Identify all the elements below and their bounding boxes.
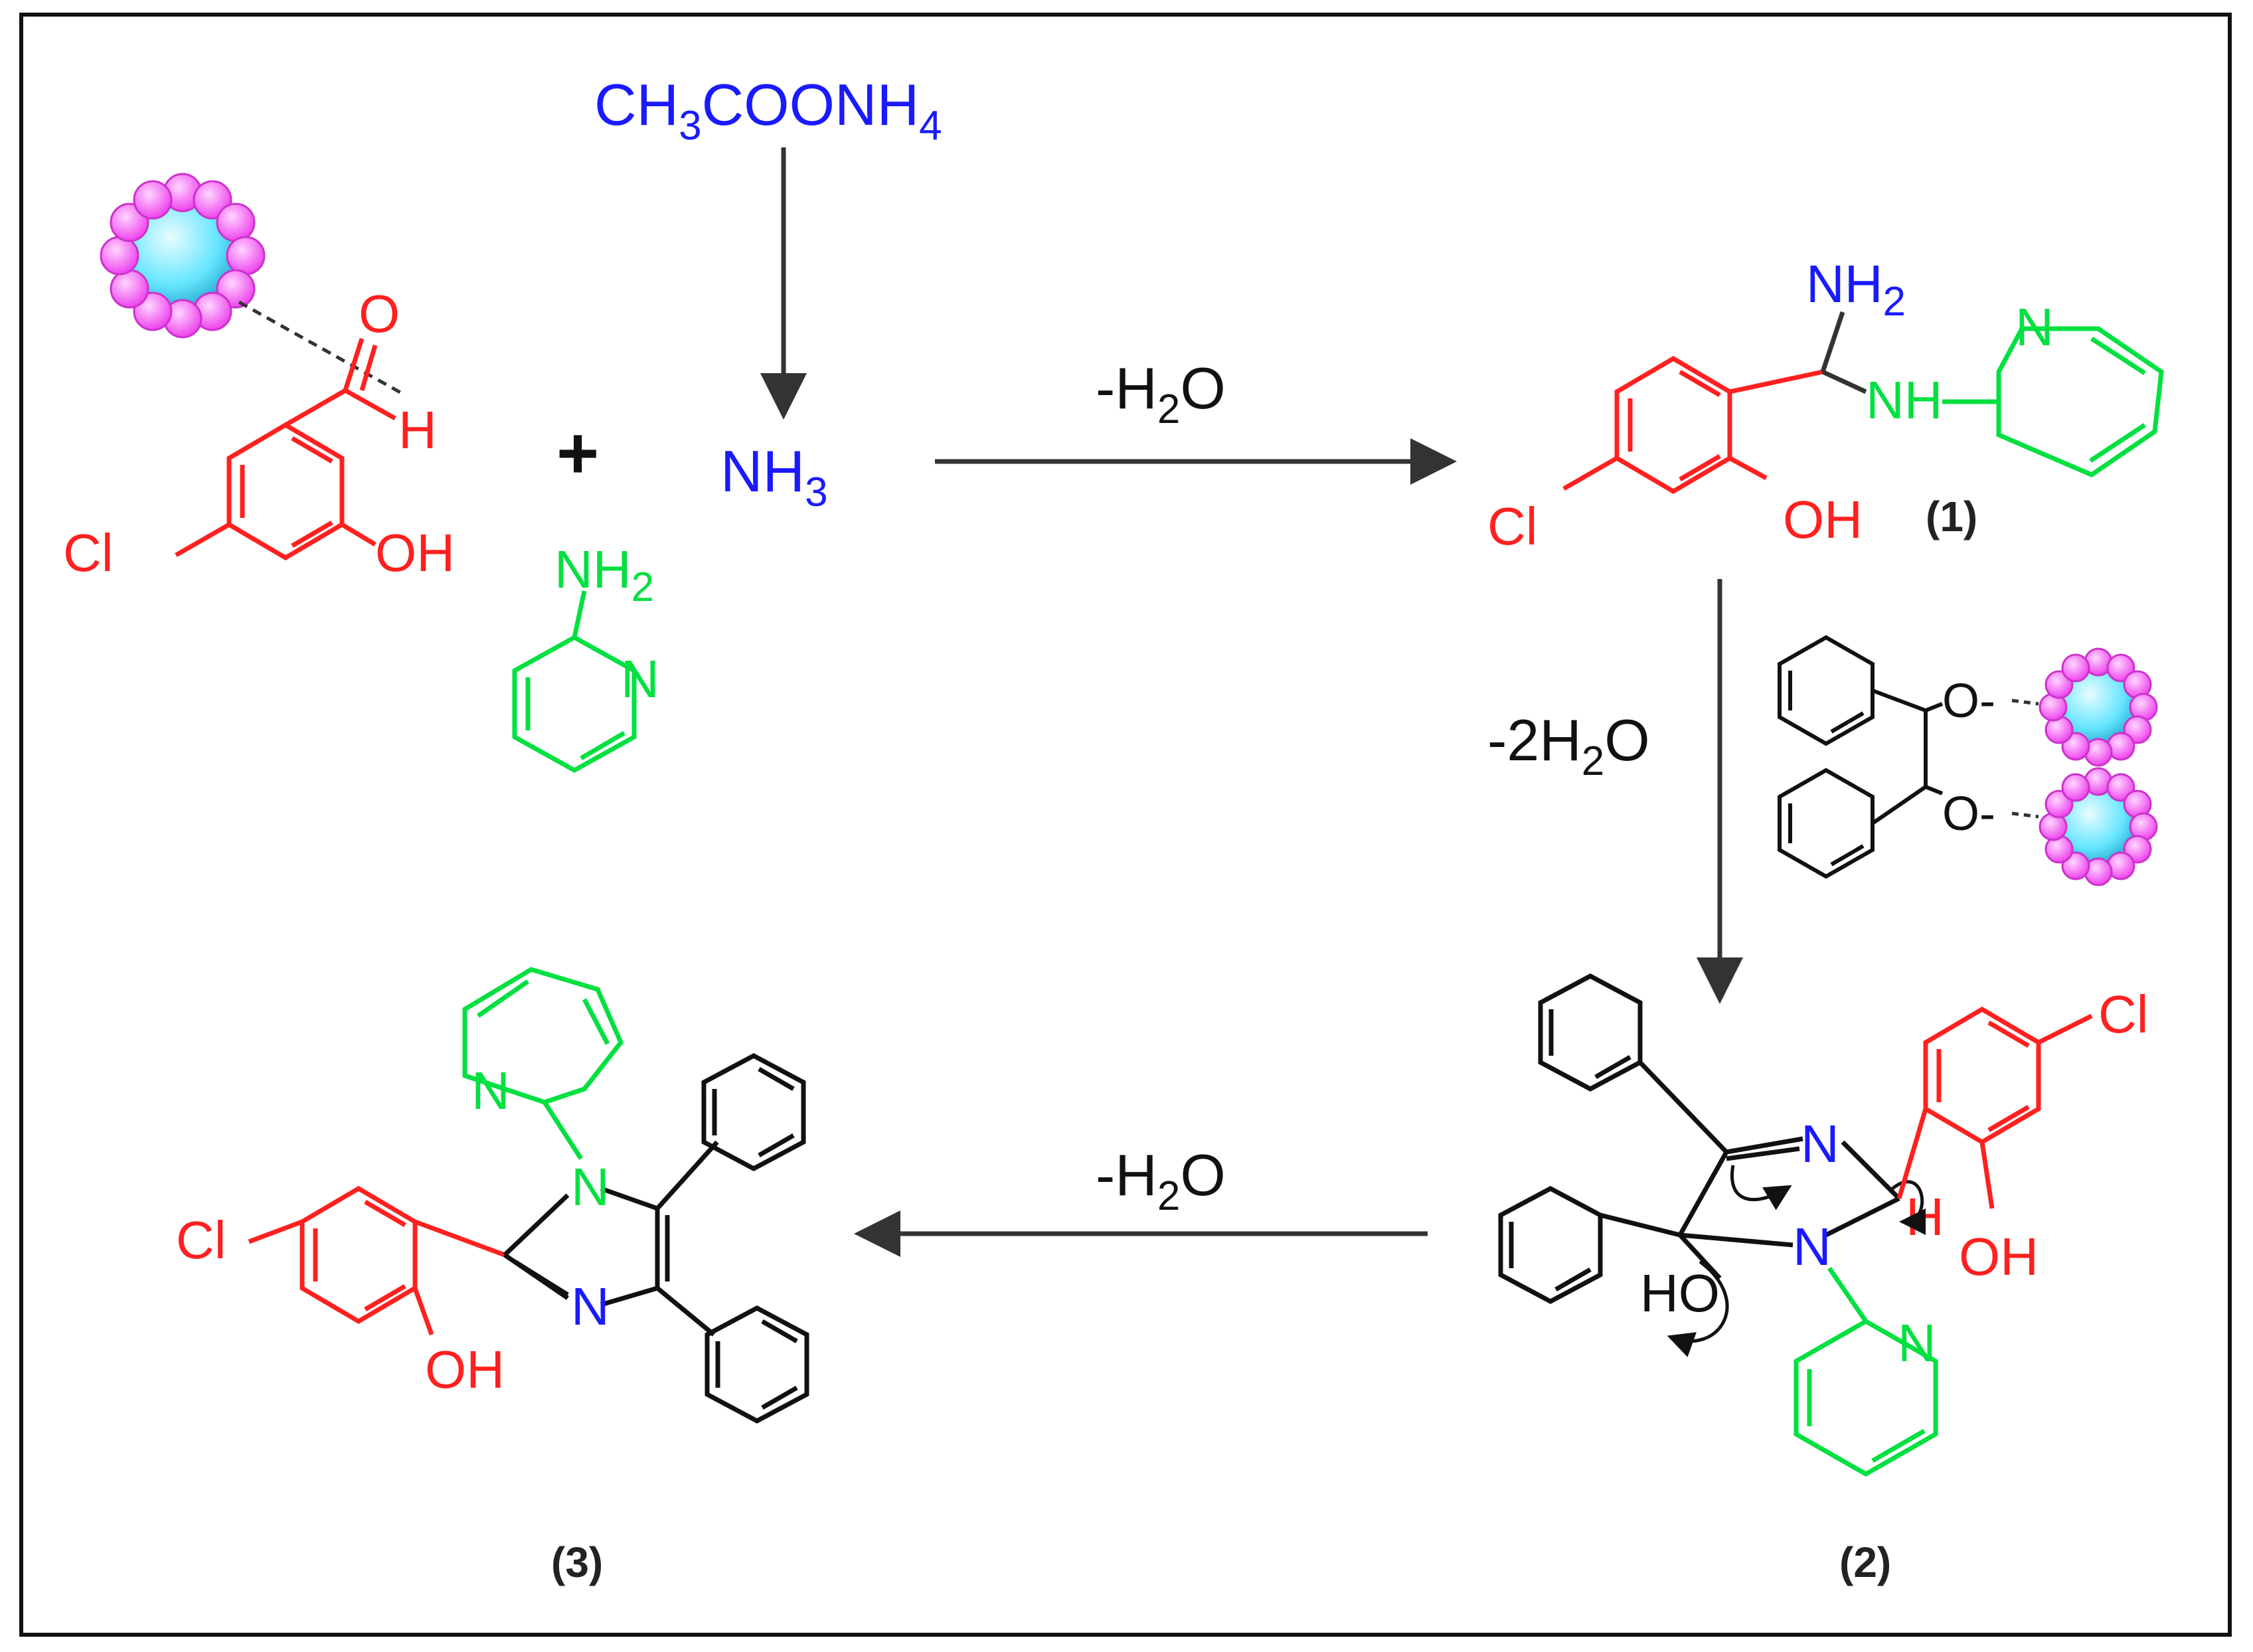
compound2-hydrogen: H xyxy=(1906,1187,1944,1246)
benzene-ring-icon xyxy=(1778,635,1875,746)
compound3-n-top: N xyxy=(571,1157,610,1216)
pyridine-ring-icon xyxy=(1794,1318,1938,1477)
compound1-red-part xyxy=(1562,355,1823,495)
step1-label: -H2O xyxy=(1096,355,1226,432)
plus-sign: + xyxy=(556,412,599,494)
aldehyde-hydrogen: H xyxy=(398,400,437,459)
compound2-number: (2) xyxy=(1839,1538,1891,1586)
scheme-frame xyxy=(19,13,2232,1637)
benzene-ring-icon xyxy=(226,422,345,561)
benzene-ring-icon xyxy=(1538,973,1643,1092)
compound2-pyridine-n: N xyxy=(1898,1313,1936,1372)
benzene-ring-icon xyxy=(1778,768,1875,879)
ammonia-label: NH3 xyxy=(720,438,828,515)
compound1-hydroxyl: OH xyxy=(1783,490,1863,549)
compound2-red-part xyxy=(1896,1006,2093,1209)
hydroxyl-label: OH xyxy=(375,523,455,582)
amine-label: NH2 xyxy=(554,540,654,610)
electron-push-arrow-icon xyxy=(1730,1165,1792,1210)
benzene-ring-icon xyxy=(701,1053,806,1171)
step2-label: -2H2O xyxy=(1487,707,1650,784)
coordination-bond xyxy=(2011,811,2039,819)
compound3-chlorine: Cl xyxy=(176,1210,226,1270)
benzene-ring-icon xyxy=(1923,1006,2041,1145)
compound2-n-upper: N xyxy=(1801,1114,1839,1173)
compound1-chlorine: Cl xyxy=(1487,497,1538,556)
benzene-ring-icon xyxy=(1498,1186,1603,1304)
step3-label: -H2O xyxy=(1096,1142,1226,1219)
pyridine-ring-icon xyxy=(462,967,624,1105)
compound3-pyridine-n: N xyxy=(471,1061,510,1120)
benzene-ring-icon xyxy=(299,1185,418,1325)
compound1-pyridine xyxy=(1942,326,2164,477)
pyridine-ring-icon xyxy=(512,634,637,774)
compound3-number: (3) xyxy=(551,1538,603,1586)
benzil-oxygen-bottom: O- xyxy=(1942,787,1995,841)
compound3-hydroxyl: OH xyxy=(425,1340,505,1399)
compound2-phenol-oh: OH xyxy=(1959,1227,2039,1286)
compound1-amine: NH2 xyxy=(1806,254,1906,325)
benzene-ring-icon xyxy=(705,1305,809,1424)
compound2-hydroxyl: HO xyxy=(1640,1264,1720,1323)
pyridine-nitrogen: N xyxy=(621,649,659,708)
coordination-bond xyxy=(2011,699,2039,706)
aldehyde-oxygen: O xyxy=(359,284,400,343)
compound2-pyridine xyxy=(1794,1267,1938,1477)
ammonium-acetate-label: CH3COONH4 xyxy=(594,72,942,149)
compound1-linker xyxy=(1820,311,1867,394)
benzil-molecule xyxy=(1778,635,1944,879)
benzene-ring-icon xyxy=(1614,355,1732,495)
benzil-oxygen-top: O- xyxy=(1942,675,1995,728)
compound1-nh: NH xyxy=(1866,371,1943,430)
nanoparticle-icon xyxy=(100,173,266,339)
compound2-n-lower: N xyxy=(1793,1217,1831,1276)
nanoparticle-icon xyxy=(2039,647,2158,767)
compound1-number: (1) xyxy=(1926,493,1977,540)
aminopyridine-molecule xyxy=(512,590,637,774)
compound3-imidazole xyxy=(503,1053,809,1424)
nanoparticle-icon xyxy=(2039,767,2158,886)
aldehyde-molecule xyxy=(175,337,396,561)
compound2-chlorine: Cl xyxy=(2098,985,2149,1044)
compound1-pyridine-n: N xyxy=(2015,297,2054,357)
electron-push-arrow-icon xyxy=(1667,1260,1729,1357)
compound3-red-part xyxy=(248,1185,506,1336)
compound3-pyridine xyxy=(462,967,624,1160)
compound3-n-bottom: N xyxy=(571,1277,610,1336)
compound2-core xyxy=(1498,973,1901,1304)
chlorine-label: Cl xyxy=(63,523,114,582)
pyridine-ring-icon xyxy=(1996,326,2164,477)
